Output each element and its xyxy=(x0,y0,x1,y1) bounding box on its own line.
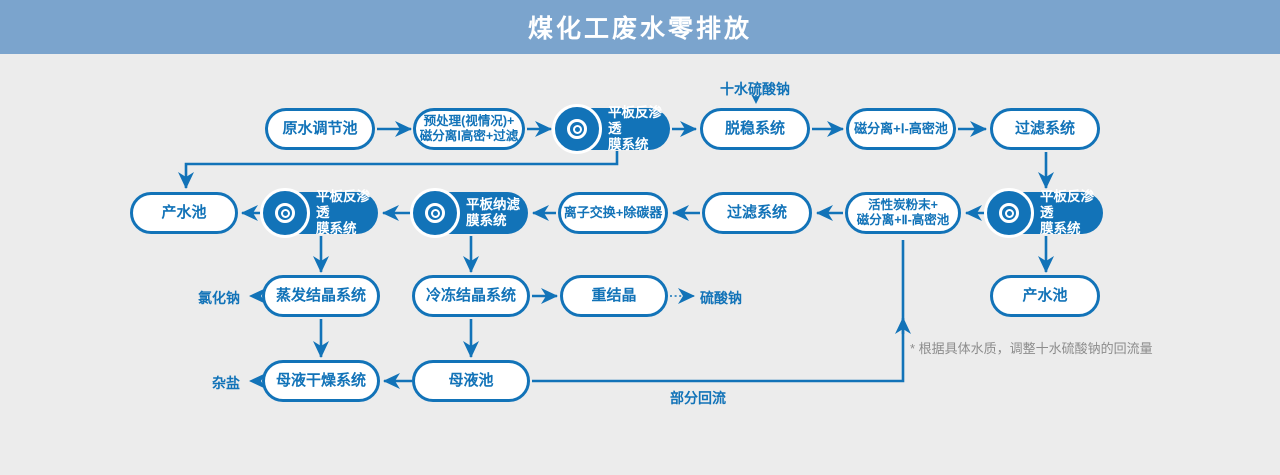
node-label-line2: 磁分离Ⅰ高密+过滤 xyxy=(419,129,519,143)
concentric-circles-icon xyxy=(410,188,460,238)
node-mother-liquor-pool: 母液池 xyxy=(412,360,530,402)
node-recrystallization: 重结晶 xyxy=(560,275,668,317)
concentric-circles-icon xyxy=(984,188,1034,238)
node-label: 重结晶 xyxy=(591,287,637,304)
node-label: 原水调节池 xyxy=(282,120,358,137)
row1-to-row2-arrows xyxy=(178,151,1054,189)
label-sodium-sulfate-decahydrate: 十水硫酸钠 xyxy=(720,81,790,97)
node-mother-liquor-dryer: 母液干燥系统 xyxy=(262,360,380,402)
node-label: 蒸发结晶系统 xyxy=(275,287,366,304)
node-product-pool-left: 产水池 xyxy=(130,192,238,234)
node-label: 磁分离+Ⅰ-高密池 xyxy=(854,121,948,136)
node-flat-ro-membrane-2: 平板反渗透 膜系统 xyxy=(260,188,378,238)
node-label: 冷冻结晶系统 xyxy=(425,287,516,304)
node-flat-ro-membrane-3: 平板反渗透 膜系统 xyxy=(984,188,1103,238)
label-partial-reflux: 部分回流 xyxy=(670,390,726,406)
row2-to-row3-arrows xyxy=(313,236,1054,273)
node-label: 过滤系统 xyxy=(1014,120,1075,137)
header-banner: 煤化工废水零排放 xyxy=(0,0,1280,54)
node-label-line1: 平板反渗透 xyxy=(316,189,370,220)
node-destabilization: 脱稳系统 xyxy=(700,108,810,150)
node-label-line1: 活性炭粉末+ xyxy=(868,198,938,212)
footnote: * 根据具体水质，调整十水硫酸钠的回流量 xyxy=(910,341,1153,356)
node-label: 产水池 xyxy=(161,204,207,221)
node-activated-carbon-magsep2: 活性炭粉末+ 磁分离+Ⅱ-高密池 xyxy=(845,192,961,234)
node-magsep1-high-density: 磁分离+Ⅰ-高密池 xyxy=(846,108,956,150)
page-title: 煤化工废水零排放 xyxy=(527,15,752,43)
node-label: 过滤系统 xyxy=(726,204,787,221)
node-label: 离子交换+除碳器 xyxy=(563,205,663,220)
concentric-circles-icon xyxy=(552,104,602,154)
concentric-circles-icon xyxy=(260,188,310,238)
node-raw-water-pool: 原水调节池 xyxy=(265,108,375,150)
node-label-line2: 磁分离+Ⅱ-高密池 xyxy=(856,213,950,227)
node-label-line2: 膜系统 xyxy=(608,137,649,152)
node-product-pool-right: 产水池 xyxy=(990,275,1100,317)
node-label-line2: 膜系统 xyxy=(316,221,357,236)
node-flat-ro-membrane-1: 平板反渗透 膜系统 xyxy=(552,104,670,154)
node-freezing-crystallization: 冷冻结晶系统 xyxy=(412,275,530,317)
node-evaporation-crystallization: 蒸发结晶系统 xyxy=(262,275,380,317)
label-sodium-chloride: 氯化钠 xyxy=(198,290,240,306)
reflux-line xyxy=(532,240,911,383)
node-label-line2: 膜系统 xyxy=(466,213,507,228)
label-sodium-sulfate: 硫酸钠 xyxy=(700,290,742,306)
node-pretreatment: 预处理(视情况)+ 磁分离Ⅰ高密+过滤 xyxy=(413,108,525,150)
node-label-line1: 平板反渗透 xyxy=(608,105,662,136)
node-label-line1: 平板反渗透 xyxy=(1040,189,1094,220)
node-flat-nanofiltration-membrane: 平板纳滤 膜系统 xyxy=(410,188,528,238)
node-label: 脱稳系统 xyxy=(724,120,785,137)
node-filter-system-2: 过滤系统 xyxy=(702,192,812,234)
row3-to-row4-arrows xyxy=(313,319,479,358)
node-ion-exchange: 离子交换+除碳器 xyxy=(558,192,668,234)
node-label: 母液池 xyxy=(448,372,494,389)
node-filter-system-1: 过滤系统 xyxy=(990,108,1100,150)
node-label: 产水池 xyxy=(1022,287,1068,304)
node-label-line1: 预处理(视情况)+ xyxy=(423,114,515,128)
node-label-line1: 平板纳滤 xyxy=(466,197,520,212)
label-mixed-salt: 杂盐 xyxy=(212,375,240,391)
node-label: 母液干燥系统 xyxy=(275,372,366,389)
node-label-line2: 膜系统 xyxy=(1040,221,1081,236)
